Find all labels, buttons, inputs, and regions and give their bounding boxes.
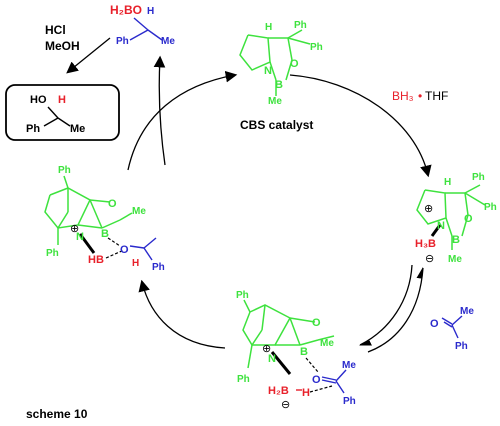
- cbs-caption: CBS catalyst: [240, 118, 313, 132]
- ph1-label: Ph: [472, 172, 485, 183]
- h-label: H: [265, 22, 272, 33]
- b-label: B: [275, 79, 283, 91]
- ph2-label: Ph: [310, 42, 323, 53]
- me-b-label: Me: [132, 206, 146, 217]
- me-sub-label: Me: [342, 360, 356, 371]
- cbs-catalyst: H Ph Ph N B O Me CBS catalyst: [239, 20, 323, 132]
- h-label: H: [58, 94, 66, 106]
- me-label: Me: [448, 254, 462, 265]
- ph1-label: Ph: [294, 20, 307, 31]
- plus-charge: ⊕: [424, 203, 433, 215]
- dot-label: •: [418, 89, 422, 103]
- b-label: B: [452, 234, 460, 246]
- arrow-ts-to-complex-rev: [367, 266, 424, 353]
- o-ring-label: O: [312, 317, 321, 329]
- ph-sub-label: Ph: [343, 396, 356, 407]
- o-ring-label: O: [108, 198, 117, 210]
- h-label: H: [147, 6, 154, 17]
- ph-top-label: Ph: [236, 290, 249, 301]
- ph-sub-label: Ph: [152, 262, 165, 273]
- arrow-cbs-to-complex: [289, 74, 432, 178]
- minus-charge: ⊖: [425, 253, 434, 265]
- reagent-hcl: HCl: [45, 23, 66, 37]
- arrow-left-to-top: [127, 70, 238, 171]
- ph-bot-label: Ph: [237, 374, 250, 385]
- minus-charge: ⊖: [281, 399, 290, 411]
- me-label: Me: [268, 96, 282, 107]
- workup-reagents: HCl MeOH: [45, 23, 80, 53]
- plus-charge: ⊕: [70, 223, 79, 235]
- me-b-label: Me: [320, 338, 334, 349]
- ph2-label: Ph: [484, 202, 497, 213]
- ph-top-label: Ph: [58, 165, 71, 176]
- ph-label: Ph: [455, 341, 468, 352]
- o-label: O: [464, 213, 473, 225]
- h2b-label: H₂B: [268, 385, 289, 397]
- ph-bot-label: Ph: [46, 248, 59, 259]
- me-label: Me: [70, 123, 85, 135]
- h-label: H: [132, 258, 139, 269]
- cbs-bh3-complex: H Ph Ph ⊕ N H₃B ⊖ B O Me: [415, 172, 497, 265]
- o-sub-label: O: [312, 374, 321, 386]
- arrow-workup: [66, 37, 111, 74]
- h2bo-label: H₂BO: [110, 3, 142, 17]
- ph-label: Ph: [116, 36, 129, 47]
- o-label: O: [290, 58, 299, 70]
- arrow-ts-to-left: [138, 279, 226, 349]
- arrow-complex-to-ts-fwd: [358, 264, 413, 346]
- reagent-meoh: MeOH: [45, 39, 80, 53]
- top-product: H₂BO H Ph Me: [110, 3, 175, 47]
- ketone-substrate: O Me Ph: [430, 306, 474, 352]
- me-label: Me: [460, 306, 474, 317]
- b-label: B: [101, 228, 109, 240]
- ho-label: HO: [30, 94, 47, 106]
- cycle-arrows: [66, 37, 432, 353]
- o-sub-label: O: [120, 244, 129, 256]
- n-label: N: [437, 220, 445, 232]
- bh3-label: BH₃: [392, 89, 414, 103]
- left-product-complex: Ph Ph ⊕ N B O Me HB O H Ph: [44, 165, 165, 273]
- n-label: N: [264, 65, 272, 77]
- thf-label: THF: [425, 89, 448, 103]
- arrow-to-top-product: [153, 55, 166, 166]
- hb-label: HB: [88, 254, 104, 266]
- n-label: N: [76, 231, 84, 243]
- h-label: H: [444, 177, 451, 188]
- borane-reagent: BH₃ • THF: [392, 89, 448, 103]
- ph-label: Ph: [26, 123, 40, 135]
- h3b-label: H₃B: [415, 238, 436, 250]
- scheme-caption: scheme 10: [26, 407, 88, 421]
- plus-charge: ⊕: [262, 343, 271, 355]
- transition-state: Ph Ph ⊕ N B O Me H₂B ⊖ H O Me Ph: [236, 290, 356, 411]
- h-label: H: [302, 387, 310, 399]
- o-label: O: [430, 318, 439, 330]
- alcohol-product-box: HO H Ph Me: [5, 84, 120, 141]
- b-label: B: [300, 346, 308, 358]
- me-label: Me: [161, 36, 175, 47]
- n-label: N: [268, 353, 276, 365]
